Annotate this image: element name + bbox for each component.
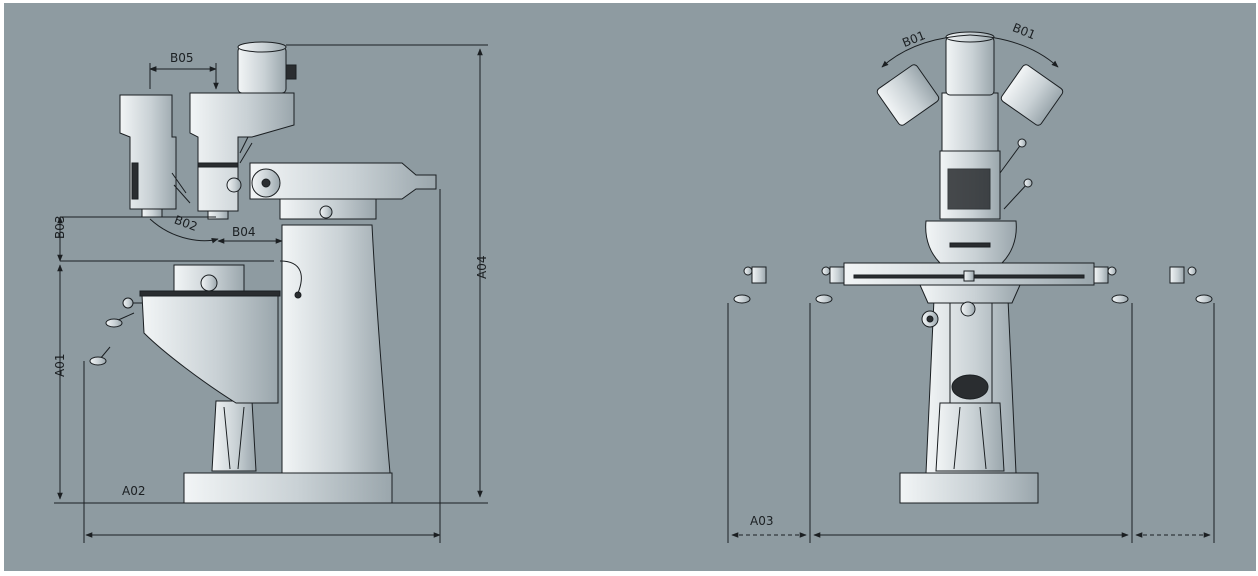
tilted-motor-left (876, 64, 940, 126)
table-handwheel-right (1093, 266, 1129, 304)
handwheel-extended-left (733, 266, 767, 304)
label-b04: B04 (232, 225, 256, 239)
machine-base (183, 472, 393, 504)
arc-b01-left (881, 34, 971, 68)
handwheel-extended-right (1169, 266, 1213, 304)
arc-b02 (149, 218, 219, 244)
front-motor (945, 36, 995, 96)
front-base (899, 472, 1039, 504)
spindle-motor (237, 46, 287, 94)
tilted-motor-right (1000, 64, 1064, 126)
machine-column (281, 224, 391, 474)
milling-head (189, 92, 295, 212)
table-handwheel-left (815, 266, 845, 304)
label-a02: A02 (122, 484, 145, 498)
arc-b01-right (969, 34, 1059, 68)
drawing-panel: B05 B02 B04 B03 A01 A04 A02 (4, 3, 1256, 571)
knee-support (211, 400, 257, 472)
label-a04: A04 (475, 256, 489, 279)
label-a01: A01 (53, 354, 67, 377)
front-view: B01 B01 A03 (727, 20, 1215, 543)
milling-machine-drawing: B05 B02 B04 B03 A01 A04 A02 (4, 3, 1256, 571)
label-b03: B03 (53, 215, 67, 239)
side-view: B05 B02 B04 B03 A01 A04 A02 (53, 41, 489, 543)
knee (141, 294, 279, 404)
label-a03: A03 (750, 514, 773, 528)
label-b05: B05 (170, 51, 194, 65)
